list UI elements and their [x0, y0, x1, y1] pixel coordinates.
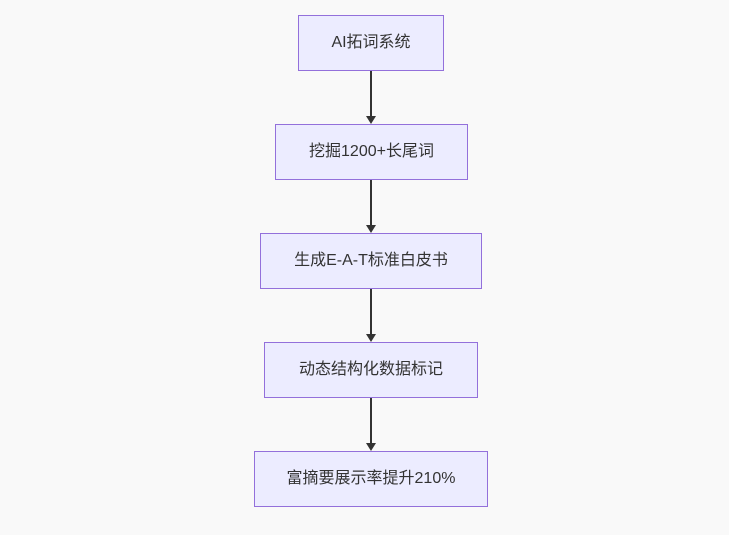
- arrowhead-icon: [366, 116, 376, 124]
- flowchart-node-rich-snippet-uplift: 富摘要展示率提升210%: [254, 451, 488, 507]
- node-label: 富摘要展示率提升210%: [286, 470, 456, 488]
- flow-arrow: [366, 398, 376, 451]
- flow-arrow: [366, 71, 376, 124]
- flow-arrow: [366, 180, 376, 233]
- flowchart-node-mine-longtail-keywords: 挖掘1200+长尾词: [275, 124, 468, 180]
- flowchart-node-dynamic-structured-data: 动态结构化数据标记: [264, 342, 478, 398]
- node-label: 生成E-A-T标准白皮书: [294, 252, 448, 270]
- arrowhead-icon: [366, 334, 376, 342]
- flowchart-node-ai-word-expansion-system: AI拓词系统: [298, 15, 444, 71]
- node-label: 动态结构化数据标记: [298, 361, 443, 379]
- node-label: 挖掘1200+长尾词: [309, 143, 434, 161]
- flowchart-node-generate-eat-whitepaper: 生成E-A-T标准白皮书: [260, 233, 482, 289]
- arrowhead-icon: [366, 443, 376, 451]
- arrowhead-icon: [366, 225, 376, 233]
- node-label: AI拓词系统: [331, 34, 411, 52]
- flow-arrow: [366, 289, 376, 342]
